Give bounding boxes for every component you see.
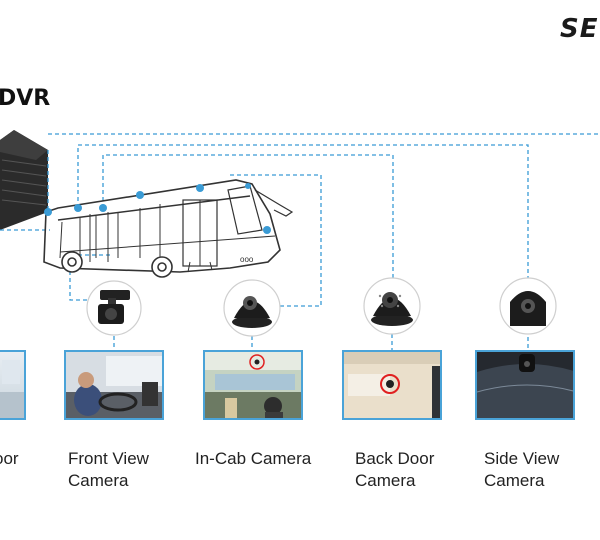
front-view-photo — [64, 350, 164, 420]
front-view-camera-icon — [87, 281, 141, 335]
door-camera-photo — [0, 350, 26, 420]
in-cab-camera-icon — [224, 280, 280, 336]
side-view-photo — [475, 350, 575, 420]
back-door-camera-label: Back Door Camera — [355, 448, 434, 492]
door-camera-label: oor — [0, 448, 19, 470]
svg-text:ooo: ooo — [240, 255, 254, 264]
side-view-camera-icon — [500, 278, 556, 334]
in-cab-camera-label: In-Cab Camera — [195, 448, 311, 470]
side-view-camera-label: Side View Camera — [484, 448, 559, 492]
bus-drawing: ooo — [44, 180, 292, 277]
back-door-photo — [342, 350, 442, 420]
back-door-camera-icon — [364, 278, 420, 334]
front-view-camera-label: Front View Camera — [68, 448, 149, 492]
dvr-unit — [0, 130, 48, 230]
in-cab-photo — [203, 350, 303, 420]
